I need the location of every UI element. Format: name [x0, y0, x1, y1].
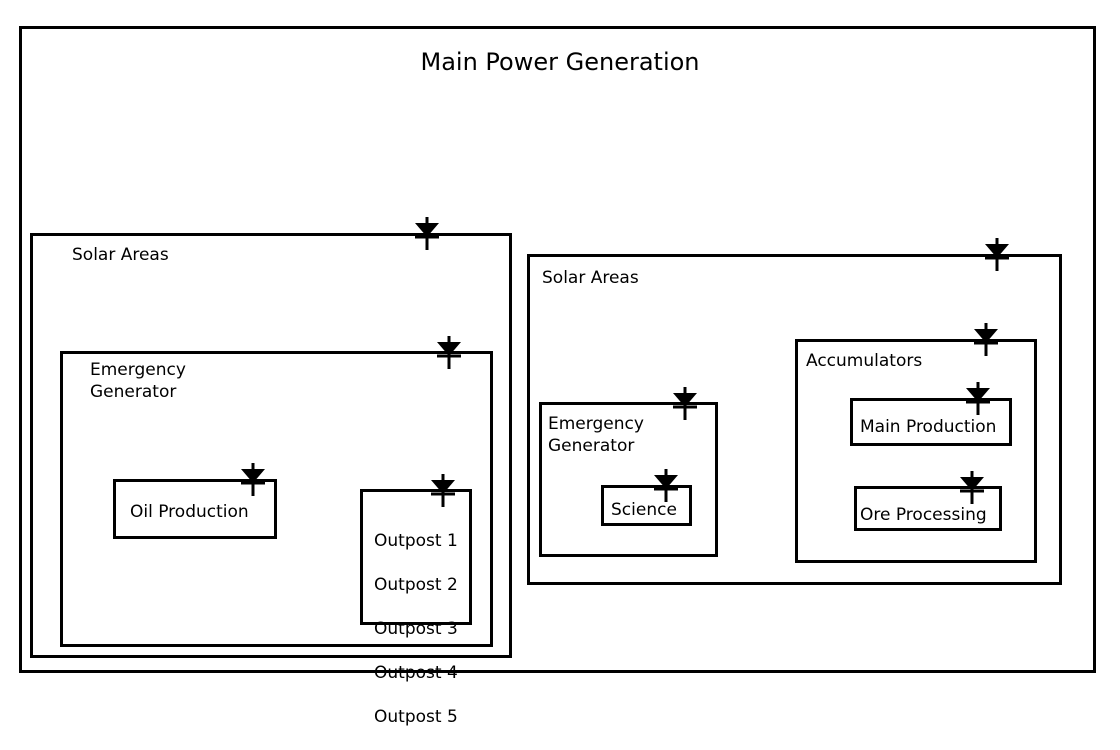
outpost-item: Outpost 3 — [374, 619, 458, 639]
outposts-box — [360, 489, 472, 625]
outpost-item: Outpost 4 — [374, 663, 458, 683]
main-production-label: Main Production — [860, 417, 997, 437]
diode-icon — [241, 463, 265, 496]
diode-icon — [966, 382, 990, 415]
science-box — [601, 485, 692, 526]
diode-icon — [431, 474, 455, 507]
left-emergency-generator-label: Emergency Generator — [90, 360, 186, 402]
left-solar-areas-label: Solar Areas — [72, 245, 169, 265]
outpost-item: Outpost 5 — [374, 707, 458, 727]
main-power-generation-title: Main Power Generation — [420, 48, 700, 76]
right-emergency-generator-box — [539, 402, 718, 557]
diode-icon — [415, 217, 439, 250]
main-production-box — [850, 398, 1012, 446]
diode-icon — [960, 471, 984, 504]
right-solar-areas-label: Solar Areas — [542, 268, 639, 288]
ore-processing-box — [854, 486, 1002, 531]
diode-icon — [974, 323, 998, 356]
right-emergency-generator-label: Emergency Generator — [548, 414, 644, 456]
diode-icon — [654, 469, 678, 502]
outposts-list: Outpost 1 Outpost 2 Outpost 3 Outpost 4 … — [374, 508, 458, 750]
diode-icon — [673, 387, 697, 420]
oil-production-box — [113, 479, 277, 539]
diode-icon — [437, 336, 461, 369]
ore-processing-label: Ore Processing — [860, 505, 987, 525]
science-label: Science — [611, 500, 677, 520]
accumulators-label: Accumulators — [806, 351, 923, 371]
outpost-item: Outpost 2 — [374, 575, 458, 595]
outpost-item: Outpost 1 — [374, 531, 458, 551]
oil-production-label: Oil Production — [130, 502, 249, 522]
diode-icon — [985, 238, 1009, 271]
